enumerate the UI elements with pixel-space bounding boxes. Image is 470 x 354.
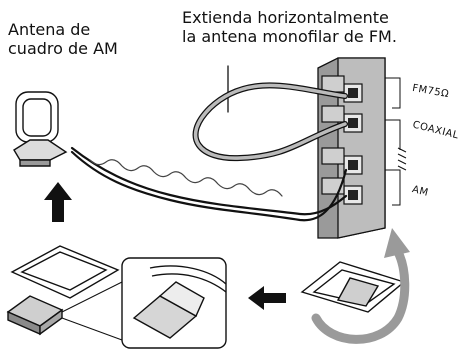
rotate-arrow-icon bbox=[311, 228, 410, 344]
fm-label-line1: Extienda horizontalmente bbox=[182, 8, 389, 27]
fm-wire-antenna-icon bbox=[192, 65, 348, 162]
terminal-block-icon bbox=[317, 57, 407, 239]
left-arrow-icon bbox=[248, 286, 286, 310]
am-label-line1: Antena de bbox=[8, 20, 91, 39]
up-arrow-icon bbox=[44, 182, 72, 222]
am-label-line2: cuadro de AM bbox=[8, 39, 118, 58]
am-loop-antenna-label: Antena de cuadro de AM bbox=[8, 20, 118, 58]
am-lead-wire bbox=[70, 146, 348, 222]
am-loop-antenna-icon bbox=[13, 91, 68, 167]
fm-label-line2: la antena monofilar de FM. bbox=[182, 27, 397, 46]
magnified-inset bbox=[61, 257, 227, 349]
am-loop-rotating-icon bbox=[300, 261, 406, 313]
am-loop-base-icon bbox=[6, 245, 120, 336]
fm-antenna-instruction: Extienda horizontalmente la antena monof… bbox=[182, 8, 397, 46]
